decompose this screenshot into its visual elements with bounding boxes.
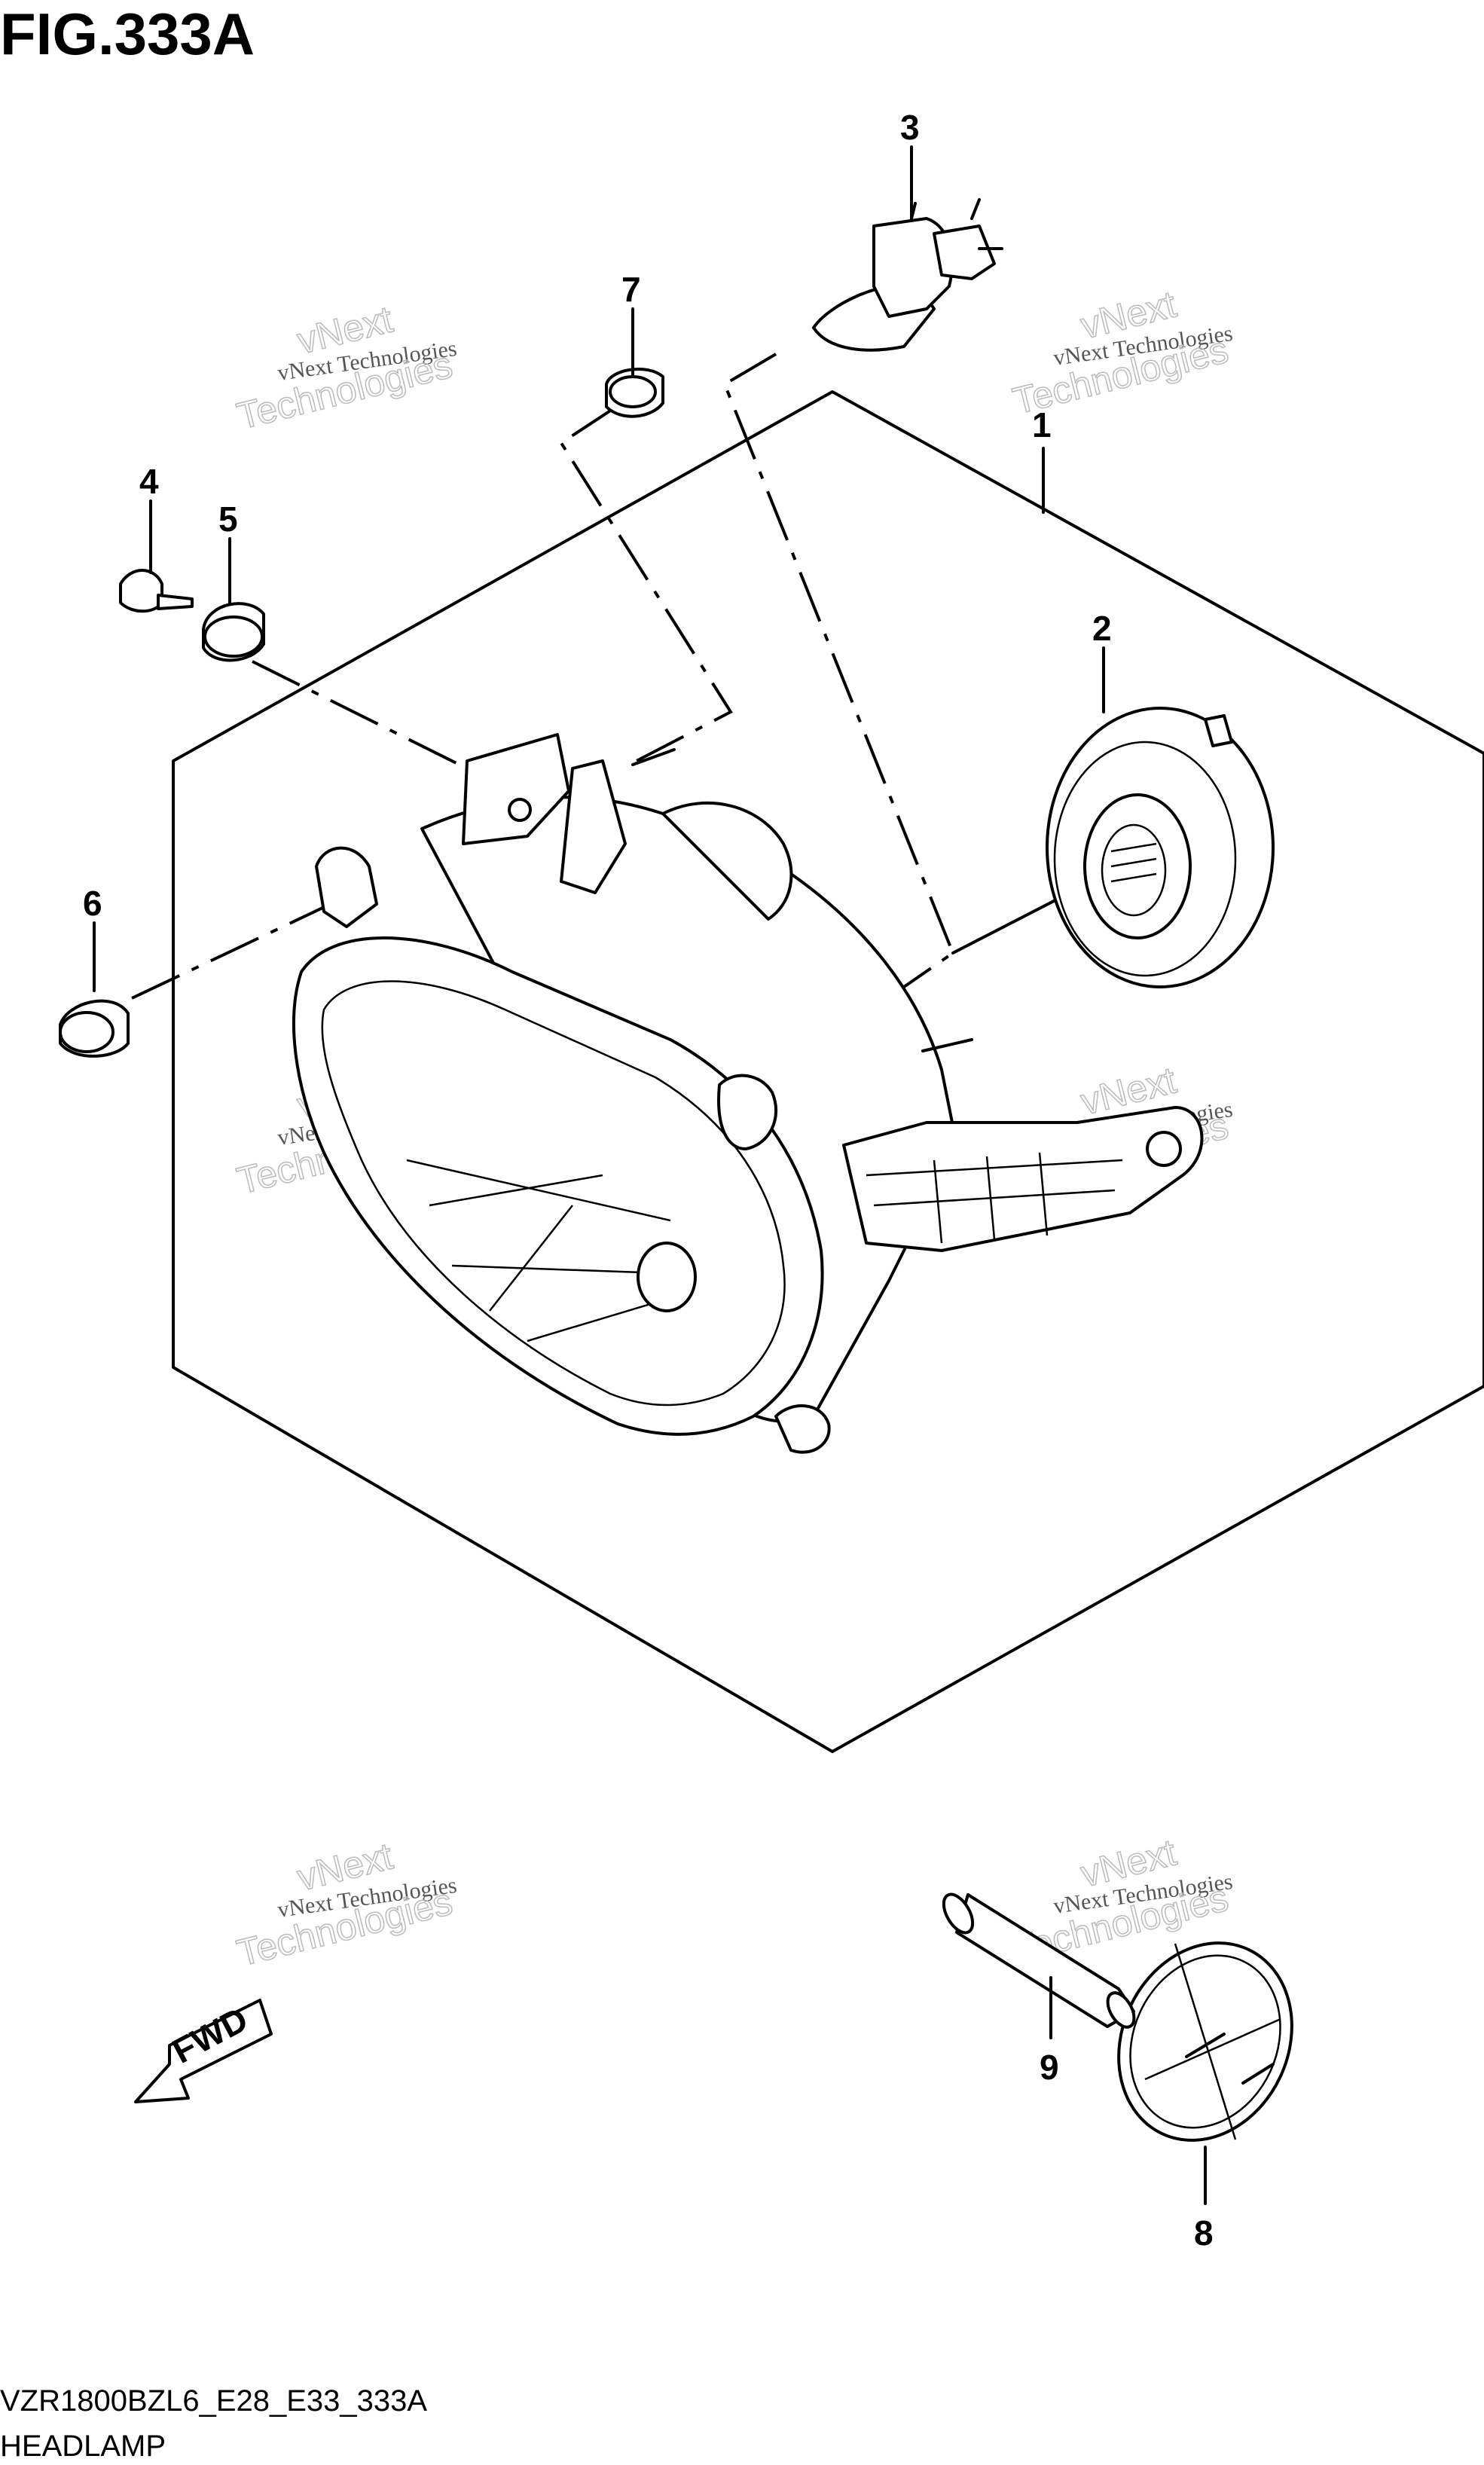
lens-cap <box>1117 1941 1293 2142</box>
section-name: HEADLAMP <box>0 2430 166 2463</box>
leader-line-7 <box>559 405 733 762</box>
screw <box>119 569 194 613</box>
grommet <box>59 999 130 1058</box>
forward-arrow-icon: FWD <box>134 1999 273 2103</box>
grommet <box>605 367 664 418</box>
callout-8: 8 <box>1194 2213 1214 2253</box>
figure-title: FIG.333A <box>0 1 255 67</box>
leader-line-5 <box>252 660 483 777</box>
pin <box>942 1892 1136 2029</box>
socket-cover <box>1046 707 1275 988</box>
assembly-outline <box>172 390 1484 1753</box>
watermark-2: vNext Technologies vNext Technologies <box>1008 283 1234 423</box>
grommet <box>202 602 265 662</box>
leader-line-3 <box>722 353 955 988</box>
leader-line-6 <box>131 895 347 1000</box>
callout-2: 2 <box>1092 609 1112 648</box>
callout-3: 3 <box>900 108 920 147</box>
callout-4: 4 <box>139 462 159 501</box>
callout-6: 6 <box>83 884 102 923</box>
headlamp-bulb <box>812 198 1003 352</box>
watermark-1: vNext Technologies vNext Technologies <box>232 298 458 438</box>
callout-7: 7 <box>621 270 641 309</box>
callout-5: 5 <box>218 499 238 539</box>
model-code: VZR1800BZL6_E28_E33_333A <box>0 2384 427 2418</box>
callout-1: 1 <box>1032 405 1052 444</box>
callout-9: 9 <box>1040 2048 1059 2087</box>
headlamp-housing <box>292 733 1204 1454</box>
watermark-5: vNext Technologies vNext Technologies <box>232 1834 458 1975</box>
